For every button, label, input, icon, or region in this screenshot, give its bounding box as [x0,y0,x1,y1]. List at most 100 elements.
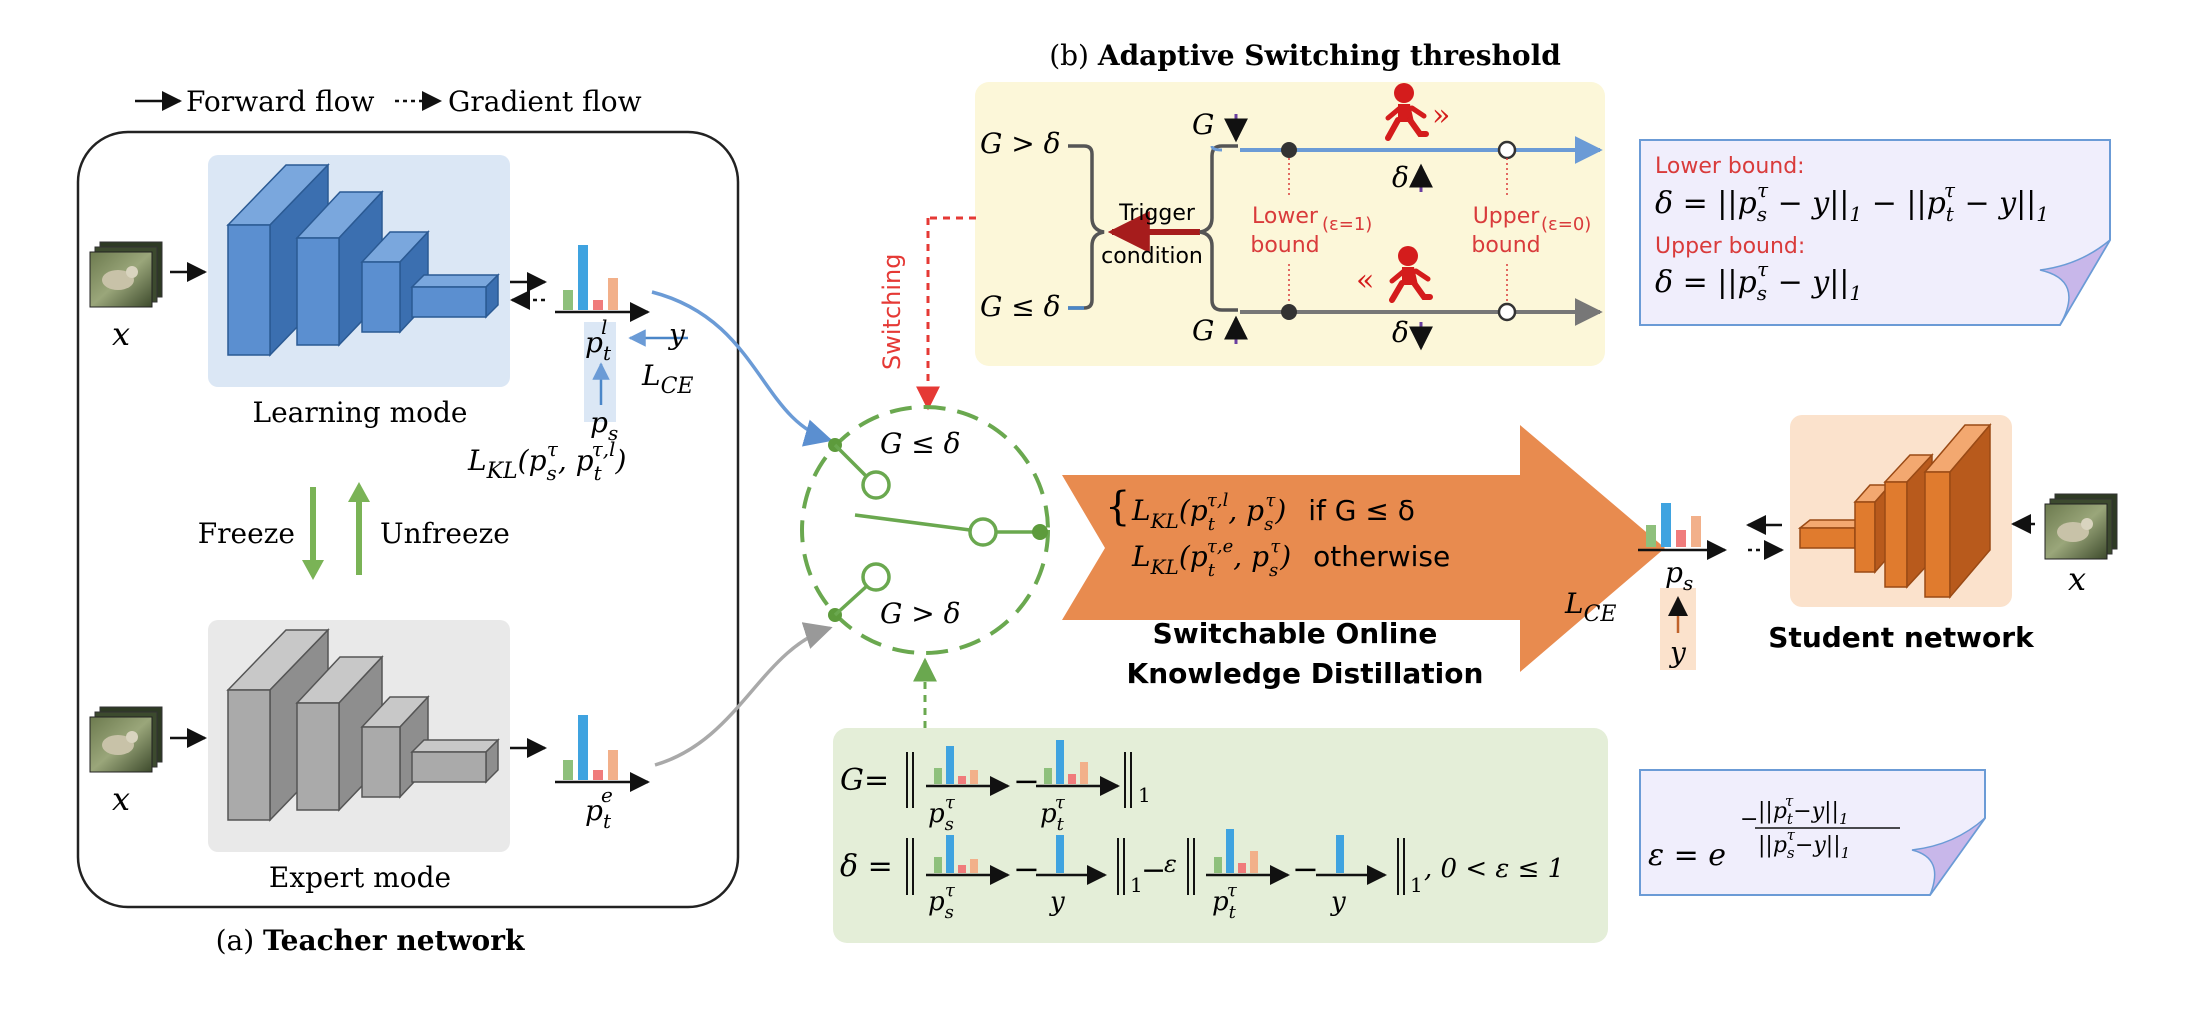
gap-pt-label: ptτ [1040,792,1066,835]
lower-bound-point [1281,142,1297,158]
unfreeze-label: Unfreeze [380,517,510,550]
fast-indicator: » [1432,98,1450,133]
student-output-histogram [1638,503,1727,560]
g-down-label: G [1192,108,1214,141]
piecewise-brace: { [1105,484,1130,530]
freeze-arrow-icon [302,560,324,580]
distill-line-2: LKL(ptτ,e, psτ)otherwise [1131,536,1450,581]
student-caption: Student network [1768,621,2035,654]
eps-note: ε = e ||ptτ−y||1 − ||psτ−y||1 [1639,769,1986,896]
upper-bound-label-2: bound [1471,233,1540,258]
runner-fast-icon [1385,83,1429,141]
teacher-input-x-bottom: x [112,780,130,818]
distill-line-1: LKL(ptτ,l, psτ)if G ≤ δ [1131,490,1415,535]
g-le-delta-label: G ≤ δ [980,290,1061,323]
delta-y-label-1: y [1049,887,1065,917]
delta-norm-sub-2: 1 [1410,873,1423,897]
right-brace [1199,144,1238,312]
expert-network-icon [226,628,500,822]
bounds-note: Lower bound: δ = ||psτ − y||1 − ||ptτ − … [1639,139,2111,326]
lower-bound-equation: δ = ||psτ − y||1 − ||ptτ − y||1 [1655,178,2049,226]
gap-ps-histogram [926,746,1010,796]
delta-y-label-2: y [1330,887,1346,917]
student-network-icon [1797,422,1992,600]
minus-sign: − [1141,853,1166,888]
teacher-input-image-top [89,241,163,308]
lower-bound-title: Lower bound: [1655,154,1805,179]
runner-slow-icon [1389,246,1433,303]
learning-to-switch-connector [651,290,833,447]
distill-caption-1: Switchable Online [1153,617,1438,650]
upper-bound-label: Upper [1473,204,1541,229]
ps-label-teacher: ps [590,406,618,445]
minus-sign: − [1013,762,1040,800]
g-gt-delta-label: G > δ [980,127,1061,160]
student-network: Student network x [1768,415,2118,654]
delta-equals-label: δ = [840,849,893,884]
teacher-network: Learning mode Expert mode x [76,130,740,957]
slow-indicator: « [1356,263,1374,298]
lower-bound-label-2: bound [1250,233,1319,258]
switch-pivot [968,517,998,547]
eps-exponent-minus: − [1740,807,1758,832]
switch-gt-label: G > δ [880,597,961,630]
gap-box: G= psτ − ptτ 1 δ = [833,728,1608,943]
expert-to-switch-connector [654,622,833,767]
unfreeze-arrow-icon [348,482,370,502]
teacher-input-x-top: x [112,315,130,353]
switch-bottom-contact [861,562,891,592]
lce-label-teacher: LCE [641,359,694,399]
lower-bound-label: Lower [1252,204,1319,229]
delta-up-label: δ [1392,161,1409,194]
y-label-teacher: y [667,318,686,351]
upper-eps-label: (ε=0) [1541,214,1591,235]
upper-bound-equation: δ = ||psτ − y||1 [1655,257,1862,305]
switch-output-port [1032,524,1048,540]
student-y-label: y [1668,636,1687,669]
gap-pt-histogram [1036,740,1120,796]
distillation-arrow: { LKL(ptτ,l, psτ)if G ≤ δ LKL(ptτ,e, psτ… [1062,425,1665,672]
learning-network-icon [226,163,500,357]
student-input-x: x [2068,560,2086,598]
g-up-label: G [1192,314,1214,347]
upper-bound-point [1497,140,1517,160]
threshold-box [975,82,1605,366]
switch-dashed-circle [800,405,1050,655]
switching-label: Switching [878,254,906,370]
expert-mode-label: Expert mode [269,861,451,894]
distill-caption-2: Knowledge Distillation [1127,657,1484,690]
eps-numerator: ||ptτ−y||1 [1758,792,1849,828]
student-ps-label: ps [1665,556,1693,595]
delta-norm-sub-1: 1 [1130,873,1143,897]
page-curl-icon [2039,239,2111,326]
upper-bound-point-bottom [1497,302,1517,322]
freeze-label: Freeze [198,517,295,550]
delta-ps-label: psτ [928,880,956,923]
delta-ps-histogram [926,835,1010,885]
student-output: ps y LCE [1564,503,1784,670]
switch-top-contact [861,470,891,500]
delta-y-histogram-2 [1316,835,1387,885]
delta-down-label: δ [1392,316,1409,349]
switch-lever [854,513,971,532]
lower-eps-label: (ε=1) [1322,214,1372,235]
forward-flow-label: Forward flow [186,85,375,118]
delta-pt-histogram [1206,829,1290,885]
switch-le-label: G ≤ δ [880,427,961,460]
teacher-input-image-bottom [89,706,163,773]
upper-bound-title: Upper bound: [1655,234,1805,259]
lower-bound-point-bottom [1281,304,1297,320]
trigger-label: Trigger [1118,201,1196,226]
teacher-frame [76,130,740,909]
teacher-caption: (a) Teacher network [216,924,525,957]
adaptive-threshold-panel: (b) Adaptive Switching threshold G > δ G… [975,39,1605,366]
delta-y-histogram [1036,835,1107,885]
eps-label: ε [1164,850,1177,878]
switch-circle: Switching G ≤ δ G > δ [800,216,1050,728]
eps-denominator: ||psτ−y||1 [1758,826,1850,862]
bird-icon [102,270,134,290]
page-curl-icon [1911,817,1986,896]
g-equals-label: G= [840,763,889,798]
lkl-label-teacher: LKL(psτ, ptτ,l) [467,437,626,485]
eps-lhs: ε = e [1648,838,1726,873]
